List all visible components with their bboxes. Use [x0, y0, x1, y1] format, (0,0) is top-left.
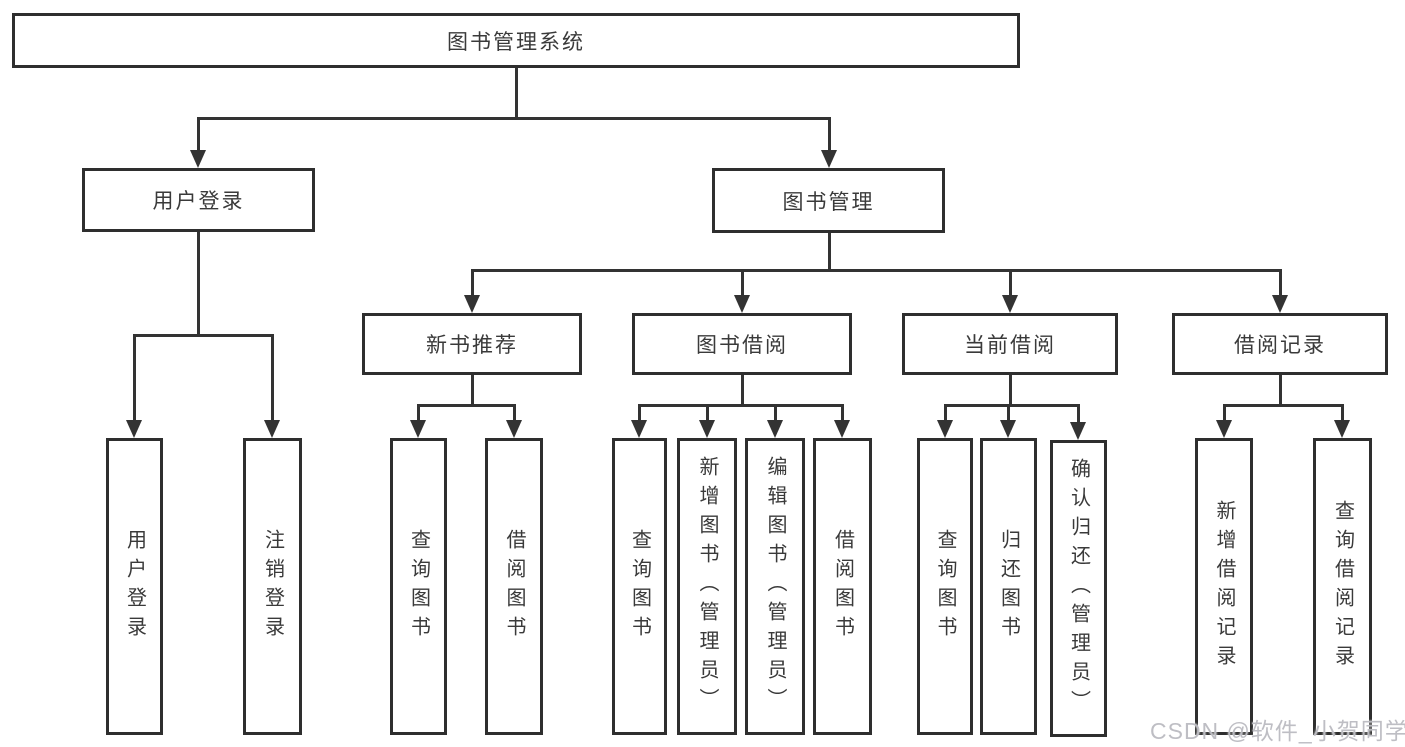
leaf-query-book-1: 查询图书 [390, 438, 447, 735]
connector-horizontal-line [470, 268, 1282, 272]
leaf-logout-label: 注销登录 [261, 528, 284, 645]
connector-arrow-shaft [1222, 405, 1226, 426]
connector-horizontal-line [1222, 403, 1344, 407]
node-new-book-recommend: 新书推荐 [362, 313, 582, 375]
connector-horizontal-line [416, 403, 516, 407]
leaf-add-borrow-record-label: 新增借阅记录 [1213, 499, 1235, 674]
arrowhead-down-icon [834, 420, 850, 438]
connector-arrow-shaft [827, 118, 831, 156]
leaf-query-book-3: 查询图书 [917, 438, 973, 735]
node-user-login-label: 用户登录 [152, 190, 245, 213]
leaf-user-login: 用户登录 [106, 438, 163, 735]
connector-horizontal-line [943, 403, 1080, 407]
connector-horizontal-line [637, 403, 844, 407]
connector-horizontal-line [196, 116, 831, 120]
connector-arrow-shaft [470, 270, 474, 301]
connector-arrow-shaft [1340, 405, 1344, 426]
leaf-edit-book-admin: 编辑图书（管理员） [745, 438, 805, 735]
arrowhead-down-icon [264, 420, 280, 438]
leaf-query-book-2-label: 查询图书 [628, 528, 651, 645]
connector-vertical-line [1008, 375, 1012, 405]
arrowhead-down-icon [410, 420, 426, 438]
connector-vertical-line [827, 233, 831, 270]
connector-arrow-shaft [416, 405, 420, 426]
connector-arrow-shaft [773, 405, 777, 426]
csdn-watermark: CSDN @软件_小贺同学 [1150, 718, 1405, 744]
arrowhead-down-icon [767, 420, 783, 438]
node-user-login: 用户登录 [82, 168, 315, 232]
node-borrow-record: 借阅记录 [1172, 313, 1388, 375]
arrowhead-down-icon [126, 420, 142, 438]
node-current-borrow: 当前借阅 [902, 313, 1118, 375]
leaf-borrow-book-1: 借阅图书 [485, 438, 543, 735]
leaf-add-book-admin: 新增图书（管理员） [677, 438, 737, 735]
connector-vertical-line [740, 375, 744, 405]
connector-arrow-shaft [512, 405, 516, 426]
arrowhead-down-icon [734, 295, 750, 313]
leaf-borrow-book-2-label: 借阅图书 [831, 528, 854, 645]
node-new-book-recommend-label: 新书推荐 [426, 334, 518, 357]
arrowhead-down-icon [464, 295, 480, 313]
arrowhead-down-icon [821, 150, 837, 168]
connector-arrow-shaft [196, 118, 200, 156]
leaf-logout: 注销登录 [243, 438, 302, 735]
node-borrow-record-label: 借阅记录 [1234, 334, 1326, 357]
node-book-borrow: 图书借阅 [632, 313, 852, 375]
arrowhead-down-icon [190, 150, 206, 168]
leaf-query-book-1-label: 查询图书 [407, 528, 430, 645]
leaf-confirm-return-admin: 确认归还（管理员） [1050, 440, 1107, 737]
connector-arrow-shaft [705, 405, 709, 426]
leaf-return-book: 归还图书 [980, 438, 1037, 735]
arrowhead-down-icon [1070, 422, 1086, 440]
connector-arrow-shaft [1008, 270, 1012, 301]
connector-arrow-shaft [1006, 405, 1010, 426]
connector-arrow-shaft [637, 405, 641, 426]
connector-arrow-shaft [943, 405, 947, 426]
leaf-edit-book-admin-label: 编辑图书（管理员） [764, 456, 786, 717]
connector-vertical-line [196, 232, 200, 335]
node-book-management: 图书管理 [712, 168, 945, 233]
arrowhead-down-icon [506, 420, 522, 438]
arrowhead-down-icon [1000, 420, 1016, 438]
leaf-query-book-2: 查询图书 [612, 438, 667, 735]
leaf-query-borrow-record-label: 查询借阅记录 [1331, 499, 1354, 674]
node-root: 图书管理系统 [12, 13, 1020, 68]
connector-arrow-shaft [1278, 270, 1282, 301]
leaf-add-book-admin-label: 新增图书（管理员） [696, 456, 718, 717]
leaf-user-login-label: 用户登录 [123, 528, 146, 645]
arrowhead-down-icon [937, 420, 953, 438]
arrowhead-down-icon [1002, 295, 1018, 313]
connector-arrow-shaft [740, 270, 744, 301]
arrowhead-down-icon [699, 420, 715, 438]
leaf-add-borrow-record: 新增借阅记录 [1195, 438, 1253, 735]
node-book-management-label: 图书管理 [782, 190, 875, 214]
connector-vertical-line [470, 375, 474, 405]
leaf-return-book-label: 归还图书 [997, 528, 1020, 645]
connector-horizontal-line [132, 333, 274, 337]
connector-arrow-shaft [840, 405, 844, 426]
connector-vertical-line [1278, 375, 1282, 405]
leaf-query-book-3-label: 查询图书 [934, 528, 956, 645]
arrowhead-down-icon [1272, 295, 1288, 313]
node-book-borrow-label: 图书借阅 [696, 334, 788, 357]
leaf-borrow-book-1-label: 借阅图书 [503, 528, 525, 645]
connector-vertical-line [514, 68, 518, 118]
node-current-borrow-label: 当前借阅 [964, 334, 1056, 357]
leaf-query-borrow-record: 查询借阅记录 [1313, 438, 1372, 735]
leaf-borrow-book-2: 借阅图书 [813, 438, 872, 735]
arrowhead-down-icon [1334, 420, 1350, 438]
connector-arrow-shaft [270, 335, 274, 426]
connector-arrow-shaft [1076, 405, 1080, 428]
leaf-confirm-return-admin-label: 确认归还（管理员） [1067, 458, 1090, 719]
node-root-label: 图书管理系统 [447, 30, 585, 54]
arrowhead-down-icon [631, 420, 647, 438]
arrowhead-down-icon [1216, 420, 1232, 438]
connector-arrow-shaft [132, 335, 136, 426]
